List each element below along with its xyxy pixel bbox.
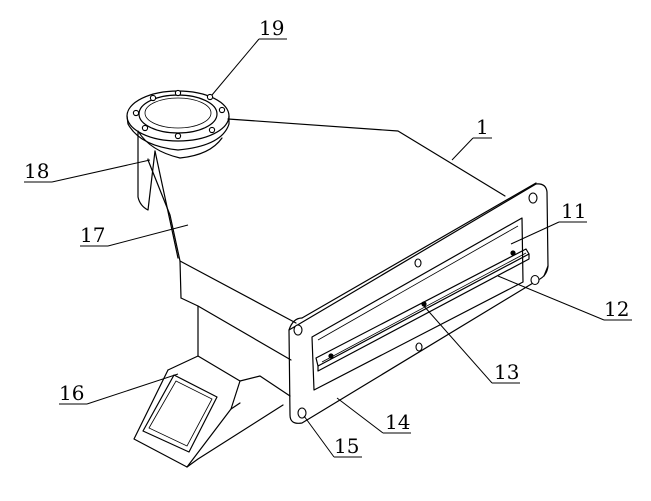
label-15: 15 xyxy=(334,434,359,458)
flange-bolt-hole xyxy=(208,126,216,134)
label-13: 13 xyxy=(494,360,519,384)
frame-hole xyxy=(414,258,422,268)
guide-rail xyxy=(315,248,530,372)
front-frame xyxy=(288,182,549,424)
callout-labels: 19 18 17 16 1 11 12 13 14 15 xyxy=(24,16,632,458)
rail-screw xyxy=(510,250,516,256)
frame-hole xyxy=(528,192,538,204)
label-1: 1 xyxy=(476,115,489,139)
housing-body xyxy=(147,118,506,361)
leader-lines xyxy=(51,38,605,458)
label-16: 16 xyxy=(59,381,84,405)
flange-bolt-hole xyxy=(149,94,157,102)
flange-bolt-hole xyxy=(174,132,182,140)
label-19: 19 xyxy=(259,16,284,40)
top-flange xyxy=(126,89,230,159)
vertical-duct xyxy=(137,131,156,211)
frame-hole xyxy=(415,342,423,352)
frame-hole xyxy=(297,407,307,419)
lower-outlet xyxy=(133,355,291,468)
frame-hole xyxy=(530,274,540,286)
label-12: 12 xyxy=(604,297,629,321)
label-17: 17 xyxy=(80,223,105,247)
flange-bolt-hole xyxy=(132,109,140,117)
label-11: 11 xyxy=(561,199,586,223)
rail-screw xyxy=(328,353,334,359)
frame-hole xyxy=(293,324,303,336)
label-14: 14 xyxy=(385,410,410,434)
flange-bolt-hole xyxy=(206,93,214,101)
label-18: 18 xyxy=(24,159,49,183)
flange-bolt-hole xyxy=(174,89,182,97)
frame-window xyxy=(311,217,524,391)
flange-bolt-hole xyxy=(218,106,226,114)
flange-bolt-hole xyxy=(141,124,149,132)
